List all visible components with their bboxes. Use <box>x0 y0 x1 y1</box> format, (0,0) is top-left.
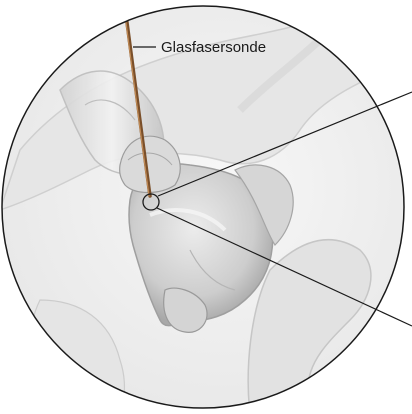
probe-label: Glasfasersonde <box>161 39 266 56</box>
